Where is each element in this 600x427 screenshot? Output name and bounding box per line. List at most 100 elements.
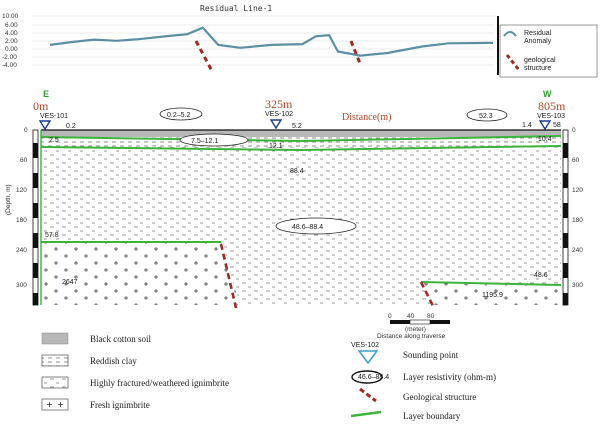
resistivity-value: 48.6–88.4 [292, 224, 323, 231]
depth-tick: 300 [16, 282, 27, 289]
ves-102-marker: VES-102 [265, 111, 293, 130]
plus-icon [47, 402, 63, 407]
geological-structures [219, 243, 436, 309]
sounding-point-symbol-label: VES-102 [351, 342, 379, 349]
resistivity-value: 5.2 [292, 123, 302, 130]
depth-axis-left: 0 60 120 180 240 300 (Depth, m) [5, 127, 39, 306]
legend-item-sounding-point: VES-102 Sounding point [351, 342, 459, 365]
panel-title: Residual Line-1 [200, 4, 272, 13]
resistivity-value: 1.4 [522, 122, 532, 129]
residual-anomaly-line [49, 26, 494, 57]
ves-101-marker: VES-101 [38, 113, 68, 131]
end-distance: 805m [538, 99, 566, 113]
section-header: E W 0m 325m 805m Distance(m) VES-101 VES… [33, 89, 566, 131]
legend-label: Reddish clay [90, 356, 137, 366]
depth-tick: 0 [24, 127, 28, 134]
fresh-ignimbrite-west [41, 242, 240, 305]
ves-label: VES-102 [265, 111, 293, 118]
y-tick: 10.00 [2, 13, 19, 20]
legend-item-fresh-ignimbrite: Fresh ignimbrite [41, 398, 150, 411]
scale-unit: (meter) [405, 326, 426, 333]
resistivity-value: 48.6 [534, 272, 548, 279]
black-cotton-soil-layer [41, 130, 561, 137]
anomaly-legend-label-2: Anomaly [524, 38, 552, 45]
resistivity-value: 2647 [62, 279, 78, 286]
legend-item-reddish-clay: Reddish clay [41, 354, 137, 367]
distance-axis-label: Distance(m) [342, 112, 391, 123]
y-tick: -2.00 [2, 54, 17, 61]
depth-tick: 240 [572, 247, 583, 254]
depth-tick: 120 [16, 187, 27, 194]
structure-legend-label-2: structure [524, 65, 551, 72]
swatch [41, 398, 69, 411]
resistivity-bubble-icon [351, 370, 383, 384]
layer-boundary [40, 135, 562, 143]
layer-boundary [420, 281, 562, 286]
resistivity-value: 57.8 [45, 232, 59, 239]
start-distance: 0m [33, 99, 49, 113]
scale-tick: 80 [427, 313, 435, 320]
legend-label: Layer resistivity (ohm-m) [403, 372, 496, 382]
depth-tick: 0 [572, 127, 576, 134]
resistivity-bubble [159, 107, 203, 121]
resistivity-value: 12.1 [269, 143, 283, 150]
resistivity-value: 7.5–12.1 [191, 138, 218, 145]
y-tick: 6.00 [5, 22, 18, 29]
resistivity-value: 10.4 [538, 136, 552, 143]
depth-axis-right: 0 60 120 180 240 300 [562, 127, 583, 306]
resistivity-value: 0.2 [66, 123, 76, 130]
resistivity-value: 58 [553, 122, 561, 129]
depth-tick: 180 [16, 217, 27, 224]
swatch [41, 354, 69, 367]
resistivity-value: 0.2–5.2 [167, 112, 190, 119]
east-label: E [43, 89, 49, 99]
scale-tick: 40 [407, 313, 415, 320]
resistivity-bubble [466, 108, 508, 122]
layer-boundary [40, 145, 562, 152]
reddish-clay-layer [41, 137, 561, 147]
depth-tick: 60 [572, 157, 580, 164]
legend-item-layer-resistivity: 46.6–88.4 Layer resistivity (ohm-m) [351, 370, 496, 384]
legend-item-geological-structure: Geological structure [359, 387, 476, 403]
legend-label: Black cotton soil [90, 334, 151, 344]
ves-label: VES-103 [537, 113, 565, 120]
resistivity-bubble-value: 46.6–88.4 [358, 374, 389, 381]
sounding-point-icon [38, 120, 52, 131]
structure-legend-label: geological [524, 57, 556, 64]
depth-tick: 240 [16, 247, 27, 254]
scale-tick: 0 [388, 313, 392, 320]
legend-label: Highly fractured/weathered ignimbrite [90, 378, 229, 388]
geological-structure-marks [194, 40, 363, 72]
legend-item-layer-boundary: Layer boundary [350, 410, 461, 421]
sounding-point-icon [269, 119, 283, 130]
legend-label: Layer boundary [403, 411, 461, 421]
legend-label: Sounding point [403, 350, 459, 360]
structure-icon [359, 387, 377, 403]
west-label: W [543, 89, 552, 99]
legend-item-black-cotton-soil: Black cotton soil [41, 332, 151, 345]
swatch [41, 376, 69, 389]
depth-tick: 120 [572, 187, 583, 194]
ves-103-marker: VES-103 [537, 113, 565, 131]
panel-legend: Residual Anomaly geological structure [499, 24, 598, 78]
y-tick: 4.00 [5, 30, 18, 37]
boundary-icon [350, 410, 382, 418]
swatch [41, 332, 69, 345]
resistivity-value: 52.3 [479, 113, 493, 120]
legend: Black cotton soil Reddish clay Highly fr… [41, 332, 496, 421]
layer-boundaries [40, 130, 562, 305]
structure-fault [219, 243, 238, 309]
scale-caption: Distance along traverse [377, 333, 446, 340]
y-tick: 0.00 [5, 46, 18, 53]
resistivity-bubble [275, 217, 357, 235]
structure-legend-swatch [505, 54, 521, 71]
fresh-ignimbrite-east [421, 282, 561, 305]
depth-tick: 180 [572, 217, 583, 224]
sounding-point-icon [357, 350, 379, 365]
depth-axis-label: (Depth, m) [5, 184, 12, 215]
anomaly-legend-swatch [503, 31, 517, 37]
geoelectric-section: 7.5–12.1 48.6–88.4 2.5 12.1 10.4 88.4 57… [5, 127, 583, 309]
structure-fault [419, 281, 436, 309]
resistivity-bubble [179, 133, 249, 147]
